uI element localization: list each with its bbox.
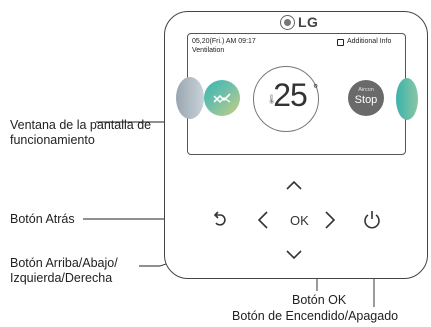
ok-button[interactable]: OK [290,213,309,228]
right-arrow-icon[interactable] [323,210,337,230]
operation-window-label: Ventana de la pantalla de funcionamiento [10,118,152,147]
left-arrow-icon[interactable] [256,210,270,230]
ventilation-icon [213,93,231,104]
back-button-label: Botón Atrás [10,212,75,226]
date-time-display: 05,20(Fri.) AM 09:17 [192,38,256,45]
direction-buttons-label: Botón Arriba/Abajo/ Izquierda/Derecha [10,256,118,285]
aircon-stop-button[interactable] [348,80,384,116]
ok-button-label: Botón OK [292,293,347,307]
brand-logo-text: LG [298,14,319,30]
degree-symbol: ° [313,81,319,96]
previous-mode-tile[interactable] [176,77,204,119]
thermometer-icon: 🌡 [266,94,278,104]
mode-display: Ventilation [192,47,225,54]
additional-info-label[interactable]: Additional Info [347,38,392,45]
aircon-label: Aircon [358,87,374,93]
back-icon[interactable] [210,210,228,228]
stop-label: Stop [354,94,378,106]
next-mode-tile[interactable] [396,78,418,120]
additional-info-icon [337,39,344,46]
power-icon[interactable] [362,210,382,230]
temperature-dial[interactable] [253,66,319,132]
lg-logo-icon [280,15,295,30]
temperature-value: 25 [273,77,308,113]
power-button-label: Botón de Encendido/Apagado [232,309,399,323]
ventilation-mode-button[interactable] [204,80,240,116]
up-arrow-icon[interactable] [285,178,303,192]
down-arrow-icon[interactable] [285,248,303,262]
